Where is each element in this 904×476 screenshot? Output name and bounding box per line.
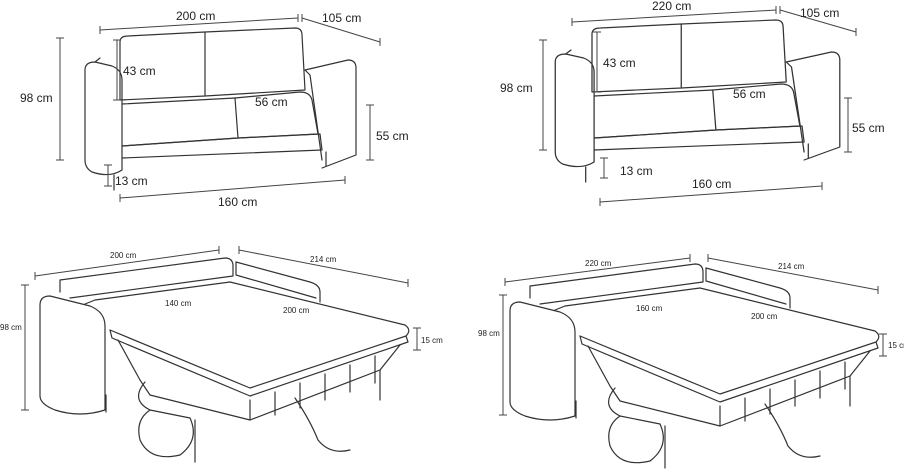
label-seat-width: 160 cm xyxy=(692,177,731,191)
label-height: 98 cm xyxy=(478,329,500,338)
label-height: 98 cm xyxy=(500,81,533,95)
sofa-large-dimensions: 220 cm 105 cm 98 cm 43 cm 56 cm 55 cm 13… xyxy=(500,0,885,206)
label-depth: 105 cm xyxy=(322,11,361,25)
label-leg-height: 13 cm xyxy=(620,164,653,178)
label-back-height: 43 cm xyxy=(123,64,156,78)
label-depth: 214 cm xyxy=(310,255,337,264)
label-mattress-length: 200 cm xyxy=(283,306,310,315)
label-height: 98 cm xyxy=(20,91,53,105)
label-width: 200 cm xyxy=(110,251,137,260)
bed-large-dimensions: 220 cm 214 cm 98 cm 160 cm 200 cm 15 cm xyxy=(478,254,904,416)
label-depth: 105 cm xyxy=(800,6,839,20)
sofa-small-drawing xyxy=(84,27,357,191)
label-seat-depth: 56 cm xyxy=(733,87,766,101)
label-mattress-length: 200 cm xyxy=(751,312,778,321)
label-width: 220 cm xyxy=(652,0,691,13)
label-depth: 214 cm xyxy=(778,262,805,271)
label-seat-depth: 56 cm xyxy=(255,95,288,109)
label-seat-height: 55 cm xyxy=(852,121,885,135)
label-back-height: 43 cm xyxy=(603,56,636,70)
label-seat-width: 160 cm xyxy=(218,195,257,209)
sofa-large-drawing xyxy=(554,19,841,183)
label-mattress-width: 160 cm xyxy=(636,304,663,313)
bed-large-drawing xyxy=(509,263,880,469)
label-width: 200 cm xyxy=(176,9,215,23)
label-mattress-thickness: 15 cm xyxy=(421,336,443,345)
label-seat-height: 55 cm xyxy=(376,129,409,143)
bed-small-dimensions: 200 cm 214 cm 98 cm 140 cm 200 cm 15 cm xyxy=(0,246,443,411)
label-leg-height: 13 cm xyxy=(115,174,148,188)
bed-small-drawing xyxy=(39,257,410,463)
label-mattress-thickness: 15 cm xyxy=(888,341,904,350)
label-height: 98 cm xyxy=(0,323,22,332)
label-width: 220 cm xyxy=(585,259,612,268)
sofa-small-dimensions: 200 cm 105 cm 98 cm 43 cm 56 cm 55 cm 13… xyxy=(20,9,409,209)
label-mattress-width: 140 cm xyxy=(165,299,192,308)
